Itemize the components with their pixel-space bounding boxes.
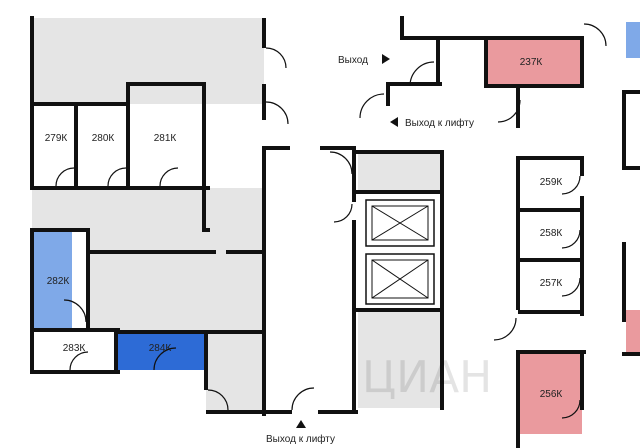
room-fill-right-edge-1[interactable] — [626, 310, 640, 354]
corridor-center-lobby — [206, 334, 264, 414]
room-label-284K[interactable]: 284К — [149, 343, 172, 354]
corridor-mid — [88, 188, 266, 330]
room-label-257K[interactable]: 257К — [540, 278, 563, 289]
room-label-283K[interactable]: 283К — [63, 343, 86, 354]
room-fill-284K[interactable] — [116, 334, 206, 370]
exit-to-elevator-bottom-label: Выход к лифту — [266, 433, 335, 445]
corridor-areas — [32, 18, 442, 414]
corridor-top-left — [32, 18, 264, 104]
exit-to-elevator-bottom-marker: Выход к лифту — [266, 420, 335, 445]
room-label-282K[interactable]: 282К — [47, 276, 70, 287]
elevator-lobby-bottom — [358, 312, 442, 408]
arrow-left-icon — [390, 117, 398, 127]
exit-to-elevator-top-label: Выход к лифту — [405, 117, 474, 129]
arrow-right-icon — [382, 54, 390, 64]
room-label-259K[interactable]: 259К — [540, 177, 563, 188]
room-label-258K[interactable]: 258К — [540, 228, 563, 239]
exit-to-elevator-top-marker: Выход к лифту — [390, 117, 474, 129]
room-label-256K[interactable]: 256К — [540, 389, 563, 400]
room-fill-right-edge-2[interactable] — [626, 22, 640, 58]
room-fill-256K[interactable] — [520, 352, 582, 434]
exit-label: Выход — [338, 55, 368, 66]
door-swings — [55, 23, 607, 419]
arrow-up-icon — [296, 420, 306, 428]
exit-marker: Выход — [338, 54, 390, 66]
room-label-279K[interactable]: 279К — [45, 133, 68, 144]
elevator-2 — [365, 253, 435, 305]
watermark: ЦИАН — [362, 352, 492, 403]
room-fills — [32, 22, 640, 434]
room-labels: 279К 280К 281К 282К 283К 284К 237К 259К … — [45, 57, 563, 400]
room-label-281K[interactable]: 281К — [154, 133, 177, 144]
room-fill-282K[interactable] — [32, 230, 72, 332]
corridor-left-strip — [32, 188, 92, 230]
room-fill-237K[interactable] — [488, 38, 582, 84]
elevator-1 — [365, 199, 435, 247]
room-label-280K[interactable]: 280К — [92, 133, 115, 144]
elevator-lobby-top — [358, 152, 442, 192]
room-label-237K[interactable]: 237К — [520, 57, 543, 68]
walls — [30, 16, 640, 448]
